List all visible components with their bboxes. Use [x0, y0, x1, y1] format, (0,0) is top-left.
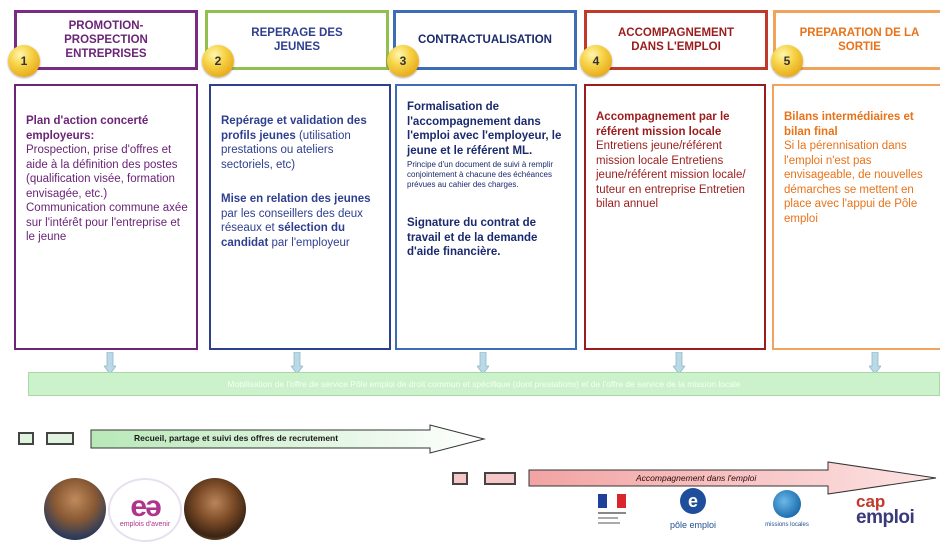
step2-header: REPERAGE DES JEUNES [205, 10, 389, 70]
step3-body: Formalisation de l'accompagnement dans l… [395, 84, 577, 350]
step2-body-bold3: sélection du candidat [221, 222, 346, 249]
pole-emploi-logo: e pôle emploi [660, 488, 726, 538]
cap-emploi-logo: cap emploi [856, 492, 936, 538]
step4-number-badge: 4 [580, 45, 612, 77]
step1-number-badge: 1 [8, 45, 40, 77]
step5-number-badge: 5 [771, 45, 803, 77]
republique-francaise-logo [598, 494, 626, 534]
down-arrow-icon [104, 352, 116, 374]
red-square [452, 472, 468, 485]
step3-title-line1: CONTRACTUALISATION [418, 34, 552, 46]
step1-title-line2: PROSPECTION [64, 34, 148, 46]
cap-emploi-text-1: cap [856, 492, 886, 511]
step2-body-text2: par les conseillers des deux réseaux et [221, 207, 363, 235]
step3-header: CONTRACTUALISATION [393, 10, 577, 70]
red-square [484, 472, 516, 485]
step1-title-line1: PROMOTION- [68, 20, 144, 32]
step2-body-text3: par l'employeur [268, 236, 350, 249]
green-square [46, 432, 74, 445]
ea-emblem: eə emplois d'avenir [108, 478, 182, 542]
step4-body-text: Entretiens jeune/référent mission locale… [596, 140, 746, 210]
pole-emploi-text: pôle emploi [669, 520, 717, 530]
step4-body-bold: Accompagnement par le référent mission l… [596, 111, 730, 138]
recruitment-arrow-label: Recueil, partage et suivi des offres de … [134, 433, 339, 443]
step2-body-para1: Repérage et validation des profils jeune… [221, 114, 381, 172]
step1-body-bold: Plan d'action concerté employeurs: [26, 115, 149, 142]
step4-title-line1: ACCOMPAGNEMENT [617, 27, 735, 39]
young-man-photo [44, 478, 106, 540]
step2-body-bold2: Mise en relation des jeunes [221, 193, 371, 205]
step2-title-line1: REPERAGE DES [251, 27, 343, 39]
step2-body-para2: Mise en relation des jeunes par les cons… [221, 192, 381, 250]
step3-body-bold2: Signature du contrat de travail et de la… [407, 217, 538, 258]
step2-number-badge: 2 [202, 45, 234, 77]
step3-body-small: Principe d'un document de suivi à rempli… [407, 160, 554, 189]
step5-body-text: Si la pérennisation dans l'emploi n'est … [784, 140, 923, 225]
green-square [18, 432, 34, 445]
step5-title-line1: PREPARATION DE LA [799, 27, 920, 39]
step5-body: Bilans intermédiaires et bilan final Si … [772, 84, 940, 350]
french-flag-icon [598, 494, 626, 508]
step2-body: Repérage et validation des profils jeune… [209, 84, 391, 350]
pole-emploi-e-icon: e [680, 488, 706, 514]
missions-locales-globe-icon [773, 490, 801, 518]
step5-title-line2: SORTIE [838, 41, 881, 53]
step4-body: Accompagnement par le référent mission l… [584, 84, 766, 350]
ea-letters-icon: eə [130, 489, 161, 523]
band-text: Mobilisation de l'offre de service Pôle … [227, 379, 741, 389]
recruitment-arrow [90, 424, 486, 454]
missions-locales-text: missions locales [765, 522, 809, 528]
down-arrow-icon [477, 352, 489, 374]
service-mobilisation-band: Mobilisation de l'offre de service Pôle … [28, 372, 940, 396]
step4-title-line2: DANS L'EMPLOI [631, 41, 721, 53]
step2-body-bold1: Repérage et validation des profils jeune… [221, 115, 367, 142]
employment-support-arrow-label: Accompagnement dans l'emploi [636, 473, 757, 483]
cap-emploi-text-2: emploi [856, 507, 915, 528]
step2-title-line2: JEUNES [273, 41, 320, 53]
step2-body-text1: (utilisation prestations ou ateliers sec… [221, 129, 351, 171]
step1-body: Plan d'action concerté employeurs: Prosp… [14, 84, 198, 350]
step4-header: ACCOMPAGNEMENT DANS L'EMPLOI [584, 10, 768, 70]
step3-number-badge: 3 [387, 45, 419, 77]
employment-support-arrow [528, 461, 937, 495]
down-arrow-icon [291, 352, 303, 374]
step1-header: PROMOTION- PROSPECTION ENTREPRISES [14, 10, 198, 70]
emplois-avenir-logo: eə emplois d'avenir [40, 478, 252, 542]
step1-title-line3: ENTREPRISES [65, 48, 147, 60]
missions-locales-logo: missions locales [762, 490, 812, 536]
young-woman-photo [184, 478, 246, 540]
step5-body-bold: Bilans intermédiaires et bilan final [784, 111, 914, 138]
down-arrow-icon [869, 352, 881, 374]
step1-body-text: Prospection, prise d'offres et aide à la… [26, 144, 188, 243]
down-arrow-icon [673, 352, 685, 374]
step3-body-bold1: Formalisation de l'accompagnement dans l… [407, 101, 562, 157]
ea-subtitle: emplois d'avenir [119, 520, 171, 528]
